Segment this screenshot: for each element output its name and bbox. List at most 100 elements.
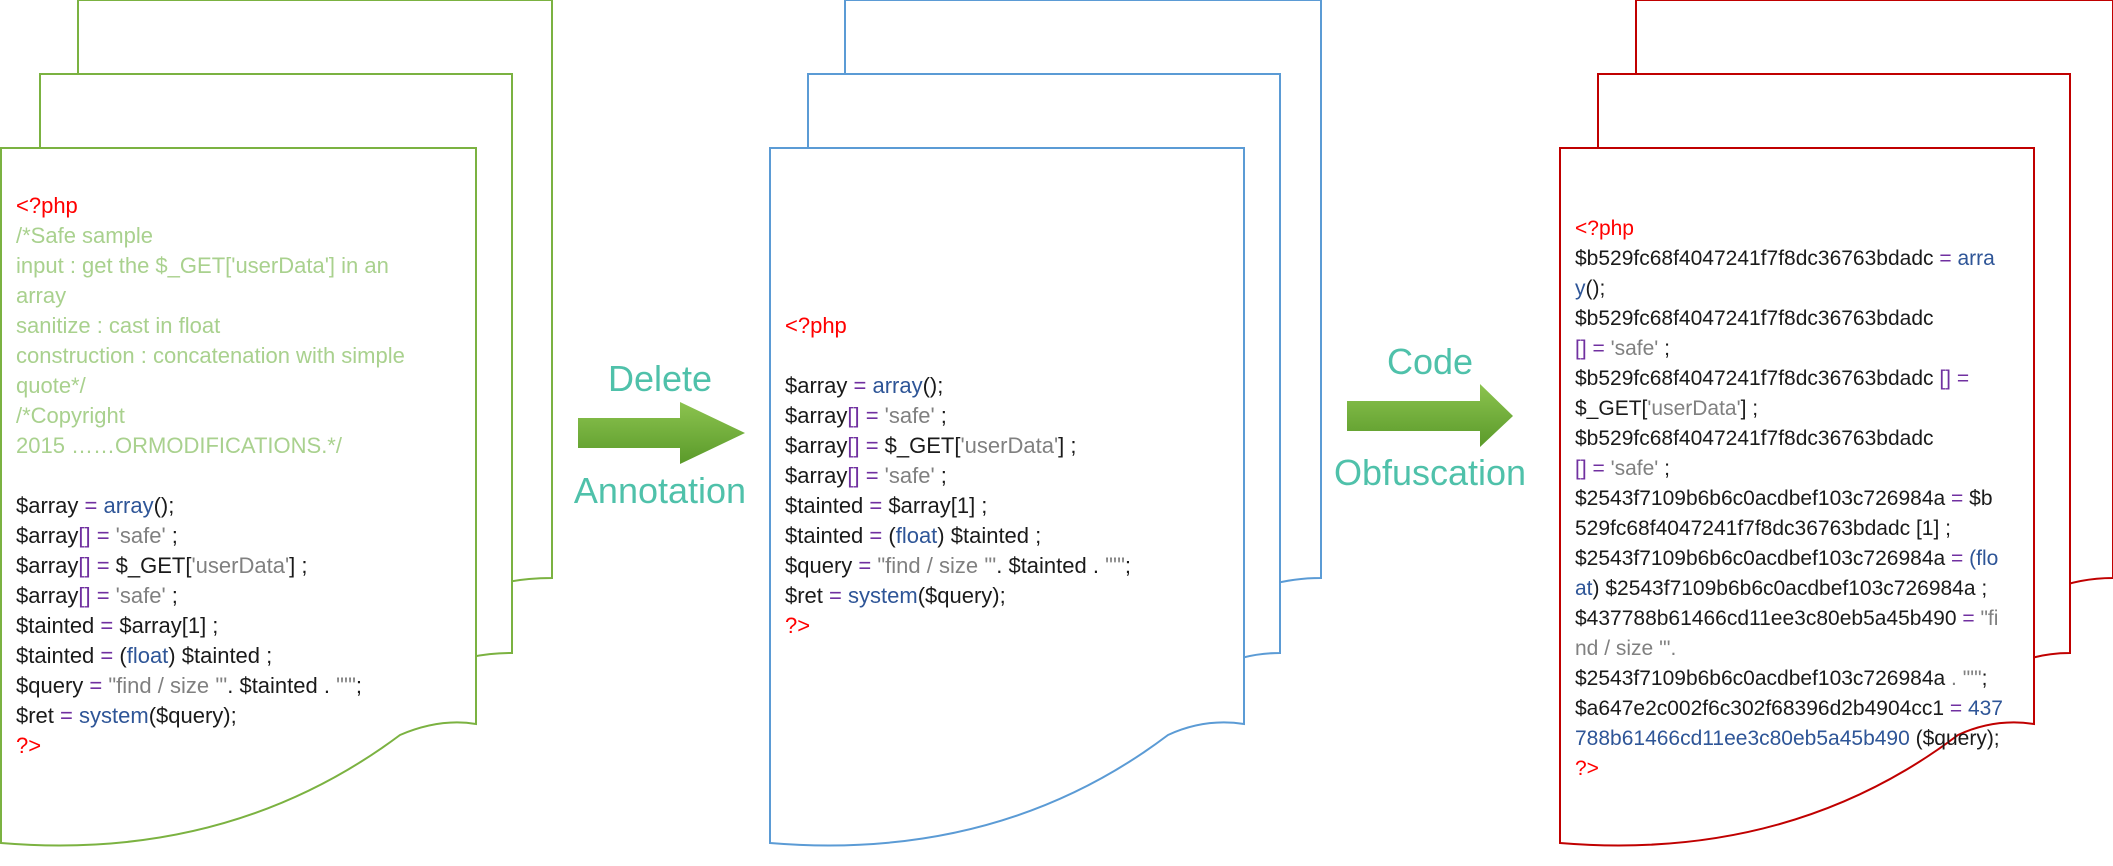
code-token: [] [1575,337,1587,360]
code-token: ; [355,673,363,698]
code-line: construction : concatenation with simple [16,341,471,371]
code-line: $array[] = $_GET['userData'] ; [16,551,471,581]
code-line: $tainted = (float) $tainted ; [785,521,1240,551]
annotation-removed-stack [769,0,1322,847]
code-token: $query [16,673,90,698]
code-line: $2543f7109b6b6c0acdbef103c726984a . "'"; [1575,665,2030,695]
code-line [785,341,1240,371]
code-token: $array [16,583,79,608]
code-token: = [1586,337,1611,360]
code-token: = [100,643,120,668]
code-token: $array [785,463,848,488]
code-token: $tainted [785,493,870,518]
code-token: construction : concatenation with simple [16,343,405,368]
code-token: array [872,373,923,398]
code-token: $tainted [785,523,870,548]
code-token: array [103,493,154,518]
code-token: float [895,523,938,548]
code-token: 'userData' [191,553,290,578]
page-front [1559,147,2035,847]
original-source-stack [0,0,553,847]
code-token: ?> [785,613,811,638]
code-token: ( [119,643,127,668]
code-token: = [859,463,885,488]
code-token: $query [785,553,859,578]
code-line: $2543f7109b6b6c0acdbef103c726984a = (flo [1575,545,2030,575]
code-token: [] [847,403,860,428]
code-line: ?> [1575,755,2030,785]
code-token: $array [16,493,85,518]
code-line: $2543f7109b6b6c0acdbef103c726984a = $b [1575,485,2030,515]
code-token: arra [1957,247,1995,270]
code-line: $query = "find / size '". $tainted . "'"… [785,551,1240,581]
code-line: $ret = system($query); [16,701,471,731]
arrow-1-bottom-label: Annotation [573,470,747,511]
code-token: at [1575,577,1593,600]
code-token: $b529fc68f4047241f7f8dc36763bdadc [1575,427,1934,450]
code-token: = [853,373,873,398]
code-token: $array [785,433,848,458]
code-token: = [84,493,104,518]
code-token: $_GET[ [115,553,192,578]
code-token: = [1586,457,1611,480]
code-token: $tainted [16,613,101,638]
code-token: $a647e2c002f6c302f68396d2b4904cc1 [1575,697,1950,720]
obfuscated-code: <?php$b529fc68f4047241f7f8dc36763bdadc =… [1575,215,2030,785]
code-line: $array[] = 'safe' ; [785,461,1240,491]
code-line: $query = "find / size '". $tainted . "'"… [16,671,471,701]
code-token: ; [1981,667,1988,690]
code-line: $array = array(); [16,491,471,521]
code-token: $2543f7109b6b6c0acdbef103c726984a [1575,667,1952,690]
code-token: = [829,583,848,608]
code-line: $437788b61466cd11ee3c80eb5a45b490 = "fi [1575,605,2030,635]
code-line: $b529fc68f4047241f7f8dc36763bdadc = arra [1575,245,2030,275]
code-token: (flo [1969,547,1999,570]
code-token: $array[1] ; [119,613,219,638]
code-line: input : get the $_GET['userData'] in an [16,251,471,281]
code-line: /*Safe sample [16,221,471,251]
code-token: <?php [16,193,78,218]
code-line: ?> [785,611,1240,641]
code-token: [] [78,553,91,578]
code-token: <?php [785,313,847,338]
code-token: = [869,493,889,518]
code-token: ; [165,583,178,608]
code-line: $ret = system($query); [785,581,1240,611]
code-token: /*Copyright [16,403,125,428]
code-token: $array [785,403,848,428]
code-token: $ret [16,703,61,728]
code-line: <?php [16,191,471,221]
code-token: 437 [1967,697,2003,720]
code-token: ] ; [289,553,308,578]
code-token: ?> [16,733,42,758]
code-token: "find / size '" [108,673,228,698]
code-token: system [79,703,149,728]
code-token: $2543f7109b6b6c0acdbef103c726984a [1575,547,1952,570]
code-token: . $tainted . [996,553,1106,578]
code-token: ; [165,523,178,548]
code-token: quote*/ [16,373,86,398]
code-token: = [90,523,116,548]
code-token: 529fc68f4047241f7f8dc36763bdadc [1] ; [1575,517,1951,540]
code-token: ( [888,523,896,548]
code-token: ?> [1575,757,1599,780]
code-token: 'safe' [1610,457,1659,480]
code-token: $b529fc68f4047241f7f8dc36763bdadc [1575,307,1934,330]
code-token: = [1951,547,1970,570]
code-line: $b529fc68f4047241f7f8dc36763bdadc [1575,305,2030,335]
code-token: = [1939,247,1958,270]
code-token: input : get the $_GET['userData'] in an [16,253,389,278]
code-token: [] [1939,367,1952,390]
code-line: at) $2543f7109b6b6c0acdbef103c726984a ; [1575,575,2030,605]
code-token: array [16,283,67,308]
code-line: ?> [16,731,471,761]
code-line: /*Copyright [16,401,471,431]
code-line: $b529fc68f4047241f7f8dc36763bdadc [1575,425,2030,455]
code-token: ] ; [1058,433,1077,458]
code-token: ($query); [148,703,237,728]
code-token: = [90,553,116,578]
code-token: ($query); [917,583,1006,608]
code-token: ; [1658,457,1670,480]
code-token: 2015 ……ORMODIFICATIONS.*/ [16,433,342,458]
